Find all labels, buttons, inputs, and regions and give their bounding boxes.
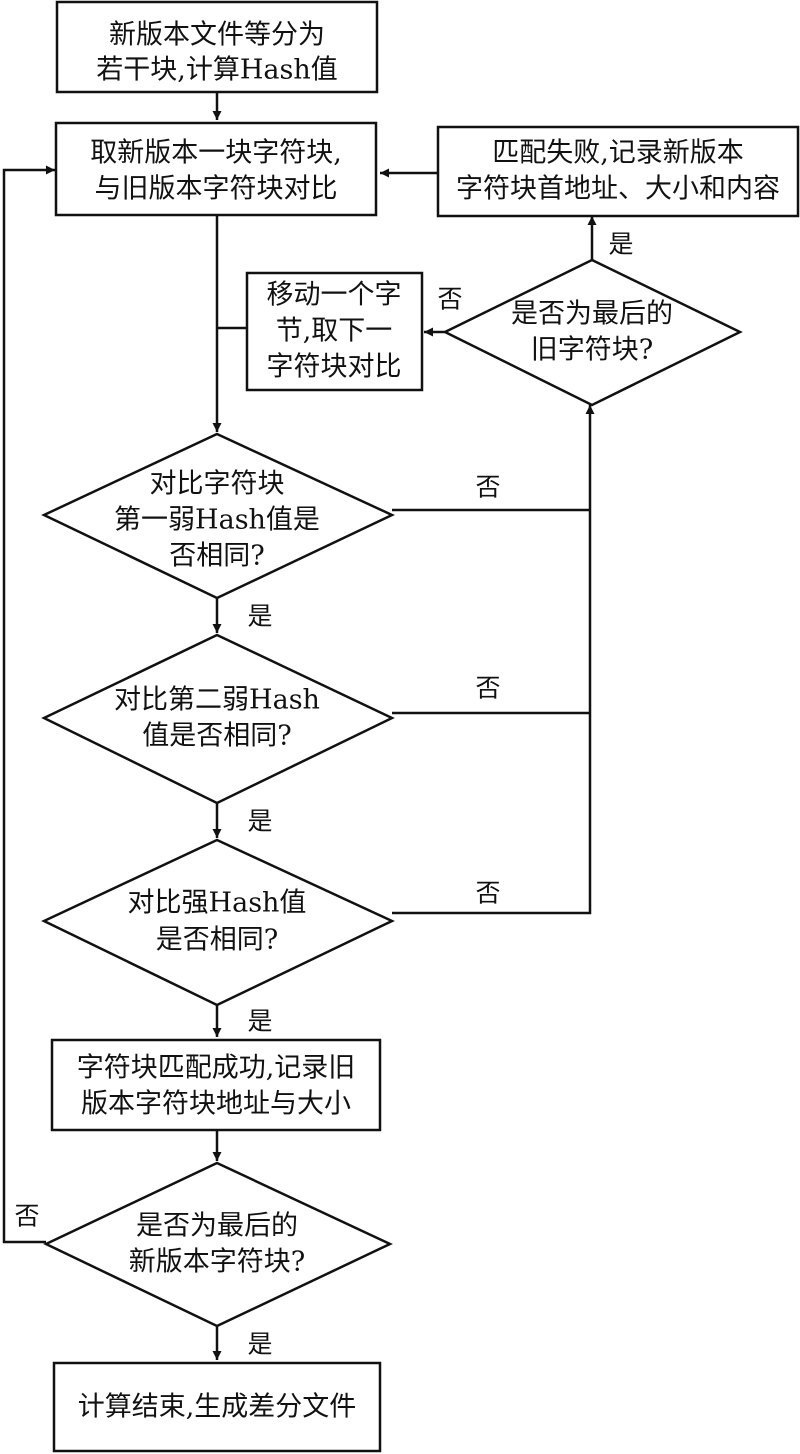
weak1-line-3: 否相同?: [169, 541, 264, 572]
connectors: [2, 92, 597, 1360]
start-box: 新版本文件等分为 若干块,计算Hash值: [55, 0, 379, 94]
label-strong-no: 否: [475, 879, 500, 908]
weak1-line-2: 第一弱Hash值是: [114, 505, 320, 536]
take-block-box-line-1: 取新版本一块字符块,: [90, 138, 342, 169]
is-last-new-line-2: 新版本字符块?: [129, 1247, 305, 1278]
is-last-old-line-1: 是否为最后的: [511, 299, 673, 330]
match-fail-box: 匹配失败,记录新版本 字符块首地址、大小和内容: [436, 125, 800, 218]
take-block-box: 取新版本一块字符块, 与旧版本字符块对比: [54, 121, 378, 217]
edge-labels: 是 否 否 是 否 是 否 是 否 是: [14, 230, 633, 1359]
edge-strong-no: [392, 405, 595, 915]
is-last-new-diamond: 是否为最后的 新版本字符块?: [43, 1161, 393, 1328]
weak1-line-1: 对比字符块: [150, 469, 285, 500]
weak2-line-1: 对比第二弱Hash: [114, 685, 320, 716]
label-strong-yes: 是: [247, 1007, 272, 1036]
label-last-new-no: 否: [14, 1202, 39, 1231]
match-ok-box-line-1: 字符块匹配成功,记录旧: [77, 1053, 356, 1084]
strong-diamond: 对比强Hash值 是否相同?: [41, 838, 395, 1007]
move-byte-box-line-1: 移动一个字: [267, 280, 402, 311]
is-last-old-line-2: 旧字符块?: [531, 335, 653, 366]
is-last-old-diamond: 是否为最后的 旧字符块?: [442, 258, 743, 407]
take-block-box-line-2: 与旧版本字符块对比: [95, 174, 338, 205]
label-weak1-no: 否: [475, 473, 500, 502]
end-box: 计算结束,生成差分文件: [52, 1361, 382, 1453]
match-ok-box-line-2: 版本字符块地址与大小: [81, 1089, 351, 1120]
weak2-line-2: 值是否相同?: [142, 721, 291, 752]
match-fail-box-line-1: 匹配失败,记录新版本: [492, 138, 744, 169]
strong-line-1: 对比强Hash值: [128, 888, 307, 919]
weak2-diamond: 对比第二弱Hash 值是否相同?: [41, 633, 395, 805]
label-last-old-no: 否: [437, 285, 462, 314]
move-byte-box: 移动一个字 节,取下一 字符块对比: [245, 271, 424, 392]
match-fail-box-line-2: 字符块首地址、大小和内容: [456, 174, 780, 205]
label-weak2-no: 否: [475, 674, 500, 703]
match-ok-box: 字符块匹配成功,记录旧 版本字符块地址与大小: [50, 1038, 382, 1132]
edge-lastnew-no: [2, 165, 55, 1244]
start-box-line-2: 若干块,计算Hash值: [96, 55, 337, 86]
start-box-line-1: 新版本文件等分为: [109, 20, 325, 51]
end-box-line-1: 计算结束,生成差分文件: [78, 1392, 357, 1423]
move-byte-box-line-2: 节,取下一: [276, 316, 393, 347]
label-weak2-yes: 是: [247, 807, 272, 836]
label-last-old-yes: 是: [608, 230, 633, 259]
is-last-new-line-1: 是否为最后的: [136, 1211, 298, 1242]
move-byte-box-line-3: 字符块对比: [267, 352, 402, 383]
weak1-diamond: 对比字符块 第一弱Hash值是 否相同?: [41, 432, 395, 600]
label-last-new-yes: 是: [247, 1330, 272, 1359]
label-weak1-yes: 是: [247, 602, 272, 631]
strong-line-2: 是否相同?: [156, 925, 278, 956]
